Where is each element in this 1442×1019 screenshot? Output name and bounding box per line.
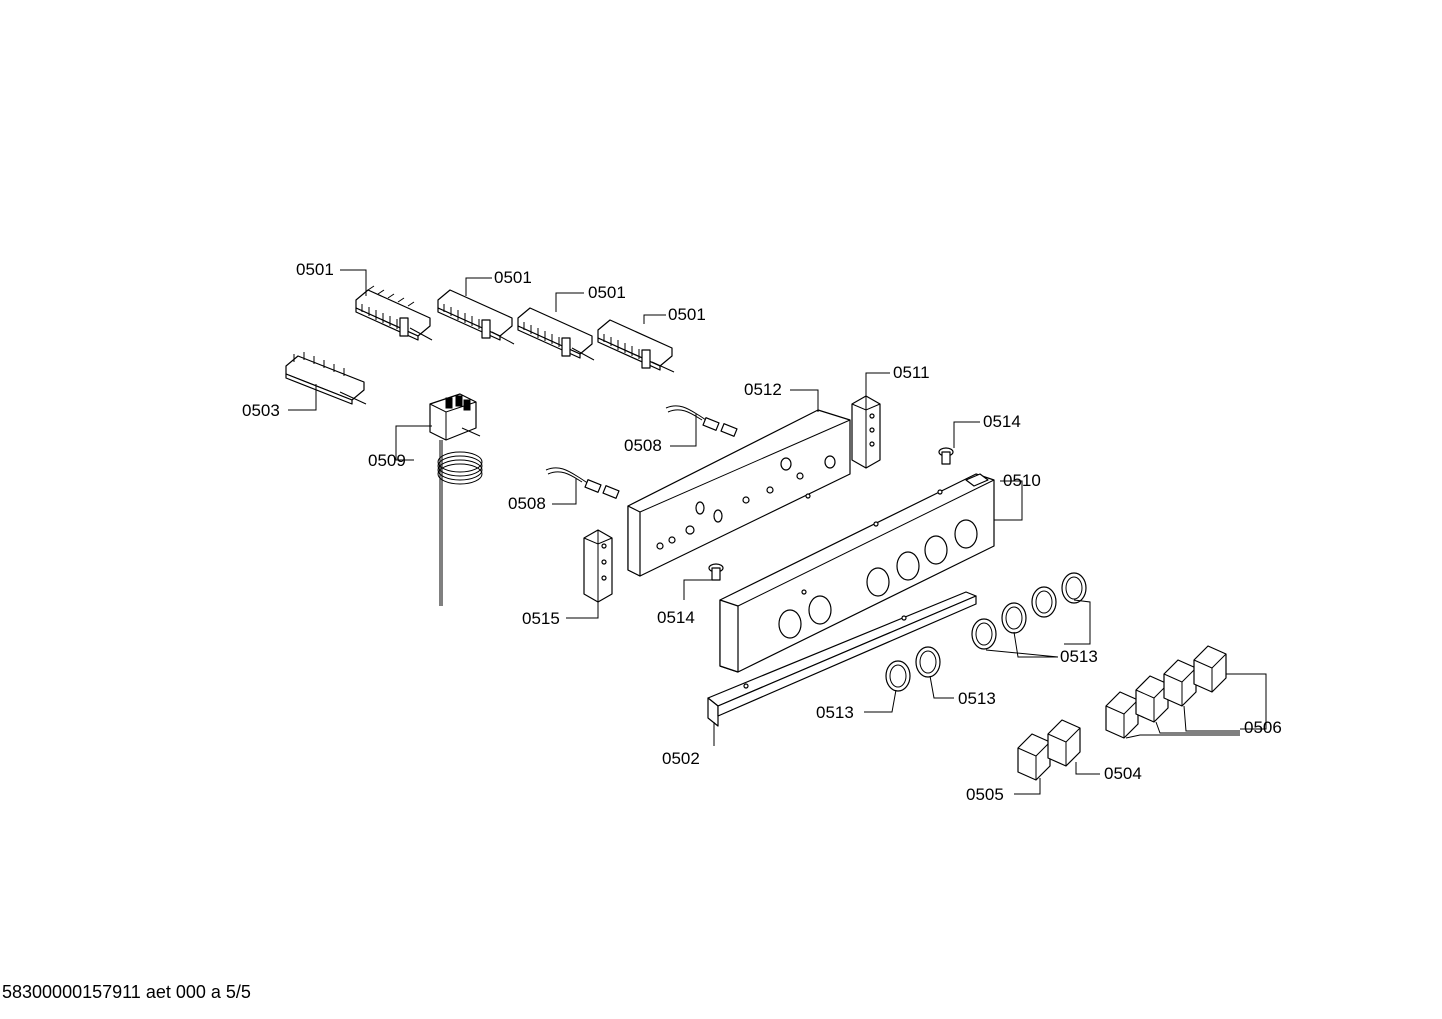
thermostat-0509 [429,393,483,606]
selector-switch-3 [517,307,595,361]
knob-0504 [1047,719,1081,767]
control-panel-0510 [719,473,995,673]
screw-0514-upper [938,447,954,465]
part-label-0501-c: 0501 [588,283,626,302]
selector-switch-2 [437,289,515,345]
selector-switch-4 [597,319,675,373]
part-label-0514-a: 0514 [983,412,1021,431]
part-label-0515: 0515 [522,609,560,628]
bracket-0511 [851,395,881,469]
leader-lines [288,269,1267,795]
part-label-0509: 0509 [368,451,406,470]
part-label-0512: 0512 [744,380,782,399]
part-label-0504: 0504 [1104,764,1142,783]
part-label-0505: 0505 [966,785,1004,804]
rings-0513 [885,572,1087,692]
part-label-0501-b: 0501 [494,268,532,287]
lamp-0508-lower [545,467,620,499]
part-label-0501-d: 0501 [668,305,706,324]
panel-support-0512 [627,409,851,577]
part-label-0508-a: 0508 [624,436,662,455]
lamp-0508-upper [665,405,738,437]
part-label-0501-a: 0501 [296,260,334,279]
part-label-0510: 0510 [1003,471,1041,490]
part-label-0511: 0511 [893,363,930,382]
part-label-0502: 0502 [662,749,700,768]
knobs-0506 [1105,645,1227,739]
part-label-0508-b: 0508 [508,494,546,513]
part-label-0513-b: 0513 [958,689,996,708]
part-label-0506: 0506 [1244,718,1282,737]
selector-switch-0503 [285,352,367,405]
part-label-0503: 0503 [242,401,280,420]
rail-0502 [707,591,977,727]
part-label-0513-a: 0513 [1060,647,1098,666]
selector-switch-1 [355,285,433,341]
document-footer: 58300000157911 aet 000 a 5/5 [2,982,251,1002]
knob-0505 [1017,733,1051,781]
screw-0514-lower [708,563,724,581]
part-label-0513-c: 0513 [816,703,854,722]
bracket-0515 [583,529,613,603]
part-label-0514-b: 0514 [657,608,695,627]
